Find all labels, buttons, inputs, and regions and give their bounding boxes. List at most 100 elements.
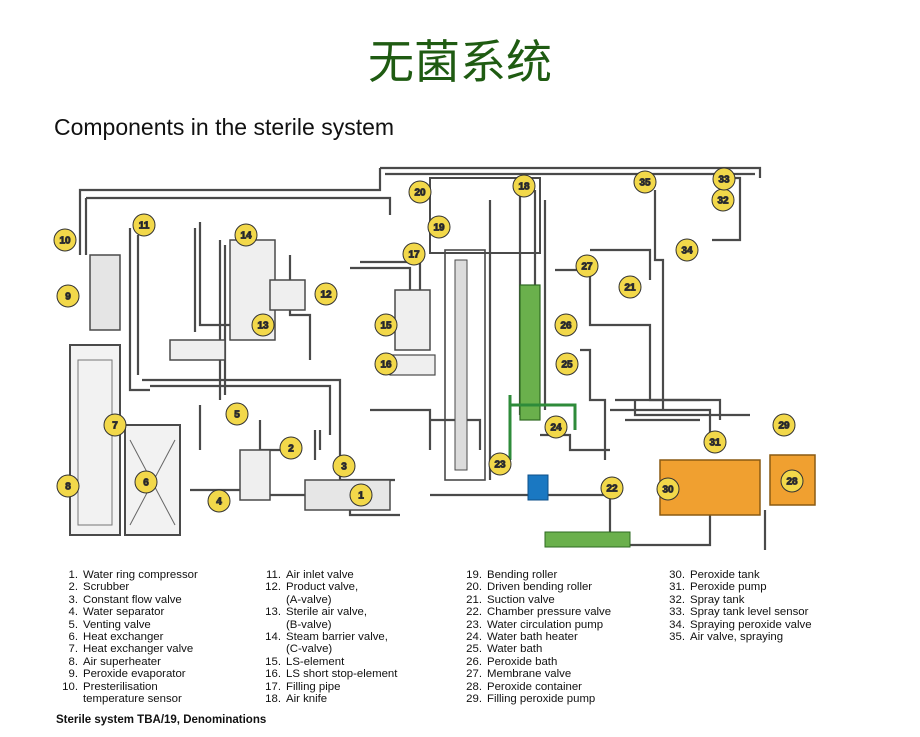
component-badge-label: 14 bbox=[240, 231, 252, 242]
legend-label-continued: (A-valve) bbox=[286, 593, 332, 606]
legend-label: Air valve, spraying bbox=[690, 631, 784, 644]
legend-label: Air inlet valve bbox=[286, 569, 354, 581]
legend-number: 2. bbox=[68, 581, 79, 594]
legend-item: 35. Air valve, spraying bbox=[663, 631, 812, 643]
legend-label: Chamber pressure valve bbox=[487, 606, 612, 619]
legend-label: Presterilisation bbox=[83, 680, 158, 693]
legend-number: 7. bbox=[68, 643, 79, 656]
legend-label: Scrubber bbox=[83, 581, 130, 594]
legend-label: Water ring compressor bbox=[83, 569, 198, 581]
component-badge-29 bbox=[772, 413, 796, 437]
component-badge-label: 17 bbox=[408, 250, 420, 261]
legend-label: Air knife bbox=[286, 693, 328, 706]
legend-number: 32. bbox=[669, 593, 685, 606]
legend-label-continued: (C-valve) bbox=[286, 643, 333, 656]
component-badge-34 bbox=[675, 238, 699, 262]
legend-number: 20. bbox=[466, 581, 482, 594]
legend-number: 10. bbox=[62, 680, 78, 693]
legend-number: 16. bbox=[265, 668, 281, 681]
component-badge-label: 21 bbox=[624, 283, 636, 294]
component-badge-16 bbox=[374, 352, 398, 376]
component-badge-label: 18 bbox=[518, 182, 530, 193]
legend-item: 16.LS short stop-element bbox=[259, 668, 397, 680]
legend-number: 14. bbox=[265, 631, 281, 644]
legend-label: Driven bending roller bbox=[487, 581, 593, 594]
component-badge-9 bbox=[56, 284, 80, 308]
component-badge-label: 32 bbox=[717, 196, 729, 207]
legend-item: 5.Venting valve bbox=[56, 619, 198, 631]
component-badge-label: 31 bbox=[709, 438, 721, 449]
legend-label: Product valve, bbox=[286, 581, 359, 594]
legend-label: Heat exchanger bbox=[83, 631, 164, 644]
legend-label: Spray tank level sensor bbox=[690, 606, 809, 619]
legend-item: 9. Peroxide evaporator bbox=[56, 668, 198, 680]
legend-number: 24. bbox=[466, 631, 482, 644]
legend-item: 34.Spraying peroxide valve bbox=[663, 619, 811, 631]
component-badge-label: 6 bbox=[143, 478, 149, 489]
legend-number: 3. bbox=[68, 593, 79, 606]
legend-number: 26. bbox=[466, 655, 482, 668]
diagram-caption: Sterile system TBA/19, Denominations bbox=[56, 714, 267, 726]
component-badge-28 bbox=[780, 469, 804, 493]
component-badge-label: 34 bbox=[681, 246, 693, 257]
component-badge-label: 5 bbox=[234, 410, 240, 421]
legend-label: Heat exchanger valve bbox=[83, 643, 194, 656]
legend-item: 31.Peroxide pump bbox=[663, 581, 812, 593]
legend-item: 28.Peroxide container bbox=[460, 681, 611, 693]
component-badge-label: 12 bbox=[320, 290, 332, 301]
legend-number: 21. bbox=[466, 593, 482, 606]
legend-number: 29. bbox=[466, 693, 482, 706]
legend-item: 3.Constant flow valve bbox=[56, 594, 198, 606]
legend-item: 14. Steam barrier valve, bbox=[259, 631, 397, 643]
legend-label: Sterile air valve, bbox=[286, 606, 368, 619]
legend-number: 9. bbox=[68, 668, 79, 681]
legend-label: Peroxide bath bbox=[487, 655, 558, 668]
component-badge-12 bbox=[314, 282, 338, 306]
legend-item: 19. Bending roller bbox=[460, 569, 611, 581]
legend-item: 23.Water circulation pump bbox=[460, 619, 611, 631]
legend-item: 1.Water ring compressor bbox=[56, 569, 198, 581]
legend-number: 19. bbox=[466, 569, 482, 581]
component-badge-label: 23 bbox=[494, 460, 506, 471]
legend-item: 6.Heat exchanger bbox=[56, 631, 198, 643]
component-badge-label: 20 bbox=[414, 188, 426, 199]
component-badge-label: 3 bbox=[341, 462, 347, 473]
component-badge-17 bbox=[402, 242, 426, 266]
legend-item: 2. Scrubber bbox=[56, 581, 198, 593]
legend-item: 20. Driven bending roller bbox=[460, 581, 611, 593]
legend-label: Water bath bbox=[487, 643, 543, 656]
component-badge-14 bbox=[234, 223, 258, 247]
legend-label: Peroxide evaporator bbox=[83, 668, 186, 681]
component-badge-15 bbox=[374, 313, 398, 337]
component-badge-11 bbox=[132, 213, 156, 237]
legend-label: Water circulation pump bbox=[487, 618, 604, 631]
legend-label: Water separator bbox=[83, 606, 165, 619]
legend-label: Bending roller bbox=[487, 569, 558, 581]
component-badge-30 bbox=[656, 477, 680, 501]
legend-label: Steam barrier valve, bbox=[286, 631, 388, 644]
legend-item: 11.Air inlet valve bbox=[259, 569, 397, 581]
legend-item: 33.Spray tank level sensor bbox=[663, 606, 812, 618]
component-badge-18 bbox=[512, 174, 536, 198]
component-badge-35 bbox=[633, 170, 657, 194]
component-badge-10 bbox=[53, 228, 77, 252]
legend-label-continued: temperature sensor bbox=[83, 693, 182, 706]
legend-item: 24.Water bath heater bbox=[460, 631, 611, 643]
legend-number: 4. bbox=[68, 606, 79, 619]
component-badge-label: 11 bbox=[139, 221, 150, 232]
legend-number: 28. bbox=[466, 680, 482, 693]
component-badge-label: 28 bbox=[786, 477, 798, 488]
legend-number: 17. bbox=[265, 680, 281, 693]
legend-number: 35. bbox=[669, 631, 685, 644]
component-badge-label: 13 bbox=[257, 321, 269, 332]
legend-number: 22. bbox=[466, 606, 482, 619]
component-badge-22 bbox=[600, 476, 624, 500]
component-badge-label: 2 bbox=[288, 444, 294, 455]
legend-label: LS-element bbox=[286, 655, 345, 668]
component-badge-label: 8 bbox=[65, 482, 71, 493]
component-badge-31 bbox=[703, 430, 727, 454]
legend-label: Filling peroxide pump bbox=[487, 693, 596, 706]
component-badge-33 bbox=[712, 167, 736, 191]
